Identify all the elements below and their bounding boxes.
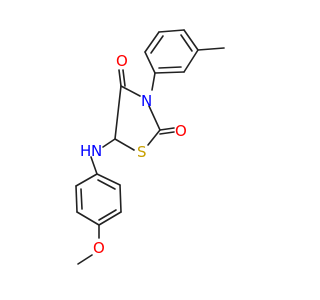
molecule-canvas: O O N S N H O	[75, 29, 225, 265]
bond-o-ch3	[77, 254, 93, 265]
bond-c2-s1	[147, 129, 161, 146]
atom-labels: O O N S N H O	[80, 52, 187, 257]
atom-n-ring: N	[141, 92, 152, 110]
bonds	[75, 29, 225, 265]
atom-o-methoxy: O	[93, 239, 105, 257]
bond-n3-ar	[151, 72, 156, 91]
atom-o-carbonyl-top: O	[116, 52, 128, 70]
bond-n3-c2	[148, 105, 161, 131]
bond-c2-o-b	[159, 131, 175, 135]
bond-an6	[75, 173, 98, 187]
bond-an3-inner	[98, 209, 117, 221]
bond-ar5	[183, 49, 199, 73]
bond-an4	[76, 211, 100, 226]
bond-c4-n3	[120, 85, 141, 97]
atom-o-carbonyl-right: O	[175, 122, 187, 140]
bond-c4-o-a	[118, 69, 122, 87]
atom-n-amine: N	[91, 142, 102, 160]
bond-an1	[96, 173, 121, 186]
molecule-structure: O O N S N H O	[75, 29, 225, 265]
bond-c5-nh	[102, 138, 116, 148]
bond-c4-o-b	[122, 69, 126, 87]
bond-ar4-inner	[180, 34, 193, 52]
bond-c5-c4	[114, 85, 122, 140]
bond-an5	[75, 185, 78, 213]
bond-s1-c5	[114, 138, 135, 151]
bond-ar1	[144, 51, 156, 74]
bond-ar4	[183, 29, 199, 51]
atom-s-ring: S	[137, 143, 147, 161]
bond-ar6	[154, 71, 185, 74]
bond-an2	[119, 184, 122, 213]
bond-ar2-inner	[150, 35, 164, 54]
atom-h-amine: H	[80, 142, 91, 160]
bond-ar2	[144, 31, 160, 53]
bond-ar6-inner	[158, 66, 182, 69]
bond-methyl	[197, 47, 225, 51]
bond-ar3	[158, 29, 185, 33]
bond-c2-o-a	[159, 127, 175, 131]
bond-nh-ar	[90, 156, 98, 175]
bond-an1-inner	[97, 179, 116, 190]
bond-an3	[98, 211, 122, 226]
bond-an5-inner	[80, 188, 83, 210]
